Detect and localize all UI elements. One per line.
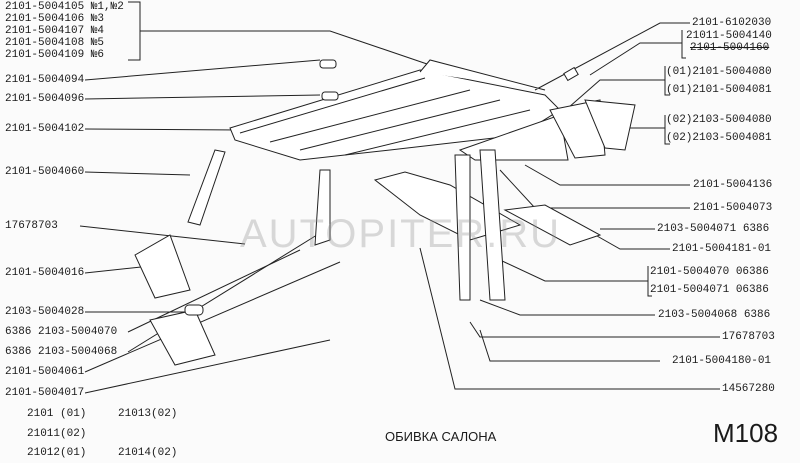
part-label: 6386 2103-5004068 [5,346,118,358]
part-label: (01)2101-5004081 [666,84,772,96]
part-label: 17678703 [722,331,775,343]
part-label: (02)2103-5004080 [666,114,772,126]
part-label: 2101-5004017 [5,387,85,399]
part-label: 14567280 [722,383,775,395]
part-label: 2101-5004106 №3 [5,13,105,25]
sheet-code: M108 [713,418,779,448]
part-label: 2101-5004102 [5,123,85,135]
model-code: 21013(02) [118,408,178,420]
model-code: 21012(01) [27,447,87,459]
part-label: 2101-5004061 [5,366,85,378]
part-label: 6386 2103-5004070 [5,326,118,338]
part-label: 17678703 [5,220,58,232]
model-code: 21011(02) [27,428,87,440]
part-label: 2101-5004107 №4 [5,25,105,37]
part-label: 2101-5004071 06386 [650,284,769,296]
part-label: 2103-5004068 6386 [658,309,771,321]
part-label: (02)2103-5004081 [666,132,772,144]
part-label: 21011-5004140 [686,30,772,42]
part-label: 2101-5004096 [5,93,85,105]
diagram-title: ОБИВКА САЛОНА [385,429,497,444]
part-label: 2101-5004136 [693,179,773,191]
headliner [229,59,569,161]
part-label: 2101-5004160 [690,42,770,54]
part-label: 2101-5004181-01 [672,243,772,255]
part-label: 2101-5004073 [693,202,773,214]
part-label: 2103-5004071 6386 [657,223,770,235]
part-label: 2101-5004180-01 [672,355,772,367]
part-label: 2101-6102030 [692,17,772,29]
watermark: AUTOPITER.RU [240,212,562,256]
part-label: 2101-5004016 [5,267,85,279]
part-label: 2101-5004105 №1,№2 [5,1,124,13]
part-label: 2101-5004060 [5,166,85,178]
part-label: 2101-5004094 [5,74,85,86]
model-code: 21014(02) [118,447,178,459]
side-panels [134,59,636,366]
part-label: (01)2101-5004080 [666,66,772,78]
part-label: 2103-5004028 [5,306,85,318]
model-code: 2101 (01) [27,408,87,420]
part-label: 2101-5004070 06386 [650,266,769,278]
part-label: 2101-5004108 №5 [5,37,105,49]
part-label: 2101-5004109 №6 [5,49,105,61]
